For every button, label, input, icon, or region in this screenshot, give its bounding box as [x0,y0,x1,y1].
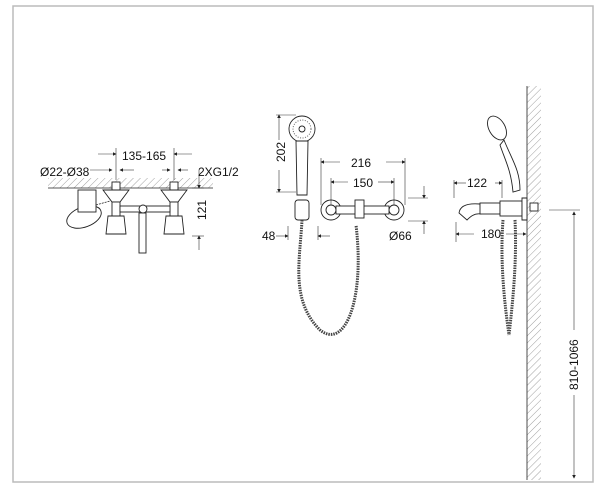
height-label: 121 [195,200,209,220]
wall-holder [294,199,310,221]
wall-hatch [527,86,541,480]
deck-hatch [48,178,213,188]
drawing-frame [12,5,594,483]
left-handle [105,215,127,235]
connection-label: 2XG1/2 [198,165,239,179]
side-spout [458,203,482,221]
holder-width-label: 48 [262,229,276,243]
rosette-diameter-label: Ø66 [389,229,412,243]
shower-handle [295,140,309,196]
overall-width-label: 216 [351,156,371,170]
tap-spacing-label: 135-165 [122,149,166,163]
right-handle [163,215,185,235]
hose-diameter-label: Ø22-Ø38 [40,165,90,179]
wall-side-view: 122 180 810-1066 [453,86,581,480]
spout [138,212,147,254]
mount-height-label: 810-1066 [567,339,581,390]
side-shower-head [487,115,507,141]
centers-label: 150 [353,176,373,190]
spout-projection-label: 180 [481,227,501,241]
side-hose [500,219,518,336]
handle-projection-label: 122 [467,176,487,190]
diverter [354,199,365,219]
handshower-length-label: 202 [274,142,288,162]
shower-hose [297,219,360,336]
deck-mounted-view: Ø22-Ø38 135-165 2XG1/2 121 [40,148,239,254]
wall-front-view: 202 216 150 48 Ø66 [262,114,428,336]
